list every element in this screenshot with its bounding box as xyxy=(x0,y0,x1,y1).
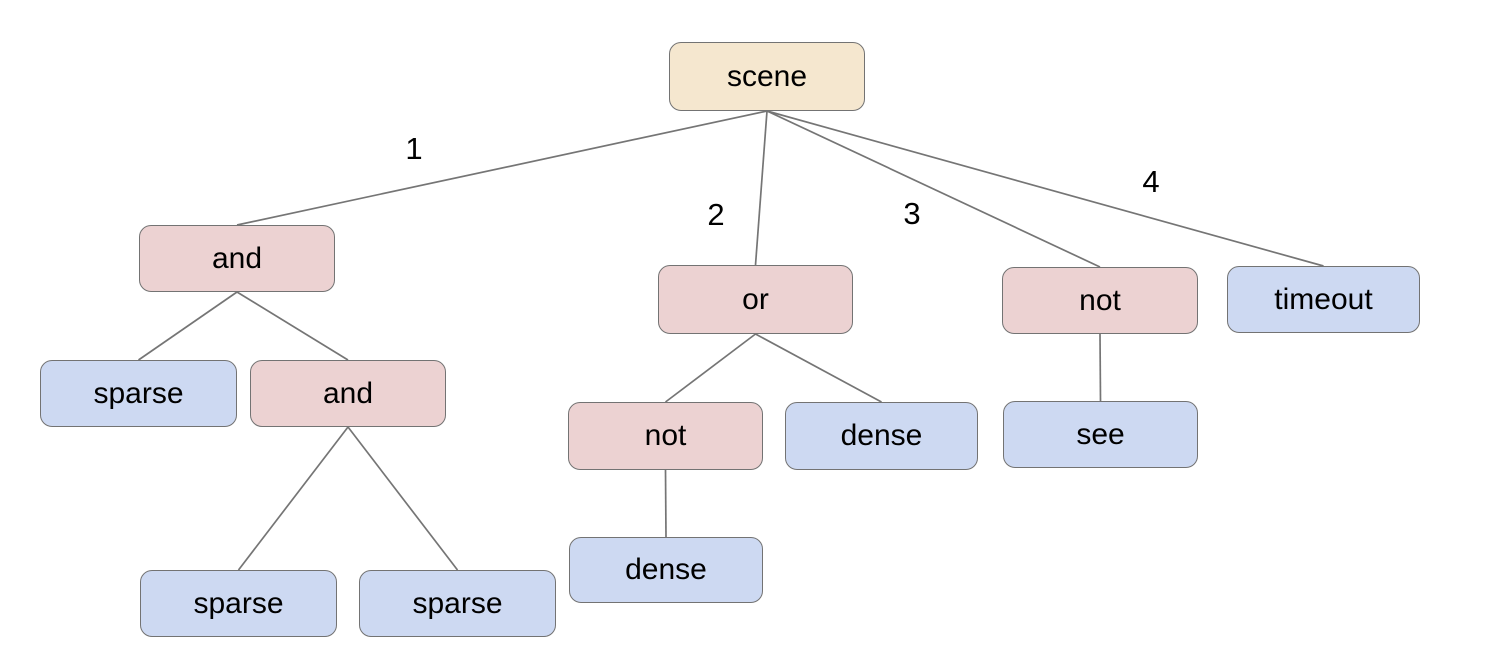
edge-label-2: 2 xyxy=(707,197,725,232)
node-timeout-1: timeout xyxy=(1227,266,1420,333)
edge-label-1: 1 xyxy=(405,131,423,166)
node-not-1: not xyxy=(1002,267,1198,334)
node-or-1: or xyxy=(658,265,853,334)
node-not-2: not xyxy=(568,402,763,470)
edge-label-4: 4 xyxy=(1142,164,1160,199)
edge-not-1-see-1 xyxy=(1099,333,1102,402)
node-and-2: and xyxy=(250,360,446,427)
node-scene: scene xyxy=(669,42,865,111)
edge-scene-or-1 xyxy=(754,110,768,266)
edge-scene-and-1 xyxy=(236,110,768,226)
edge-scene-timeout-1 xyxy=(766,110,1324,267)
node-sparse-2: sparse xyxy=(140,570,337,637)
node-sparse-3: sparse xyxy=(359,570,556,637)
node-dense-1: dense xyxy=(785,402,978,470)
edge-scene-not-1 xyxy=(766,110,1101,268)
edge-or-1-not-2 xyxy=(664,333,757,403)
edge-and-1-sparse-1 xyxy=(138,291,238,361)
edge-and-2-sparse-2 xyxy=(237,426,349,571)
edge-label-3: 3 xyxy=(903,196,921,231)
edge-and-2-sparse-3 xyxy=(347,426,459,571)
node-and-1: and xyxy=(139,225,335,292)
edge-or-1-dense-1 xyxy=(755,333,882,403)
node-sparse-1: sparse xyxy=(40,360,237,427)
edge-and-1-and-2 xyxy=(236,291,349,361)
edge-not-2-dense-2 xyxy=(664,469,667,538)
node-see-1: see xyxy=(1003,401,1198,468)
node-dense-2: dense xyxy=(569,537,763,603)
